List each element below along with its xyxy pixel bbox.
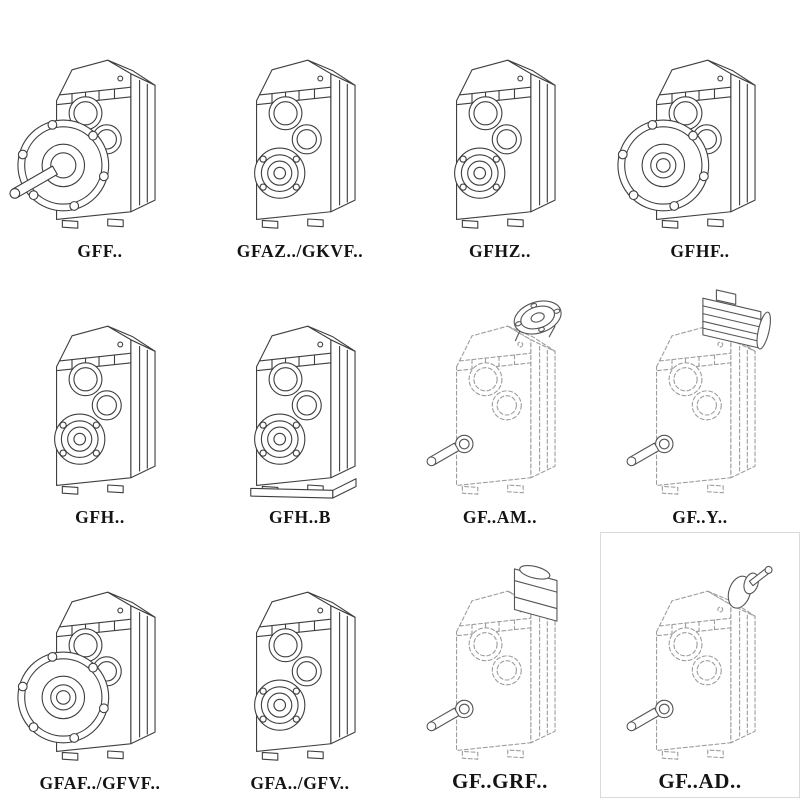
- model-label: GFAZ../GKVF..: [236, 240, 364, 261]
- catalog-cell: GF..AD..: [600, 532, 800, 798]
- catalog-cell: GFHZ..: [400, 0, 600, 266]
- model-label: GF..AD..: [658, 769, 742, 793]
- gearbox-drawing-gfh: [0, 268, 200, 507]
- gearbox-drawing-gfaz-gkvf: [200, 2, 400, 241]
- model-label: GFA../GFV..: [250, 772, 350, 793]
- catalog-cell: GFAF../GFVF..: [0, 532, 200, 798]
- model-label: GFAF../GFVF..: [39, 772, 161, 793]
- model-label: GFF..: [77, 240, 123, 261]
- gearbox-drawing-gfh-b: [200, 268, 400, 507]
- model-label: GF..Y..: [672, 506, 728, 527]
- catalog-cell: GF..AM..: [400, 266, 600, 532]
- gearbox-drawing-gfhz: [400, 2, 600, 241]
- model-label: GFHZ..: [469, 240, 531, 261]
- catalog-cell: GF..Y..: [600, 266, 800, 532]
- catalog-cell: GF..GRF..: [400, 532, 600, 798]
- model-label: GFHF..: [670, 240, 730, 261]
- gearbox-drawing-gfhf: [600, 2, 800, 241]
- catalog-cell: GFAZ../GKVF..: [200, 0, 400, 266]
- model-label: GFH..: [75, 506, 125, 527]
- gearbox-drawing-gff: [0, 2, 200, 241]
- gearbox-drawing-gf-grf: [400, 534, 600, 769]
- gearbox-drawing-gf-ad: [600, 534, 800, 769]
- gearbox-drawing-gf-y: [600, 268, 800, 507]
- catalog-cell: GFHF..: [600, 0, 800, 266]
- model-label: GFH..B: [269, 506, 331, 527]
- catalog-cell: GFA../GFV..: [200, 532, 400, 798]
- model-label: GF..AM..: [462, 506, 538, 527]
- catalog-cell: GFH..B: [200, 266, 400, 532]
- catalog-cell: GFF..: [0, 0, 200, 266]
- model-label: GF..GRF..: [451, 769, 549, 793]
- gearbox-drawing-gfa-gfv: [200, 534, 400, 773]
- gearbox-drawing-gfaf-gfvf: [0, 534, 200, 773]
- gearbox-drawing-gf-am: [400, 268, 600, 507]
- catalog-cell: GFH..: [0, 266, 200, 532]
